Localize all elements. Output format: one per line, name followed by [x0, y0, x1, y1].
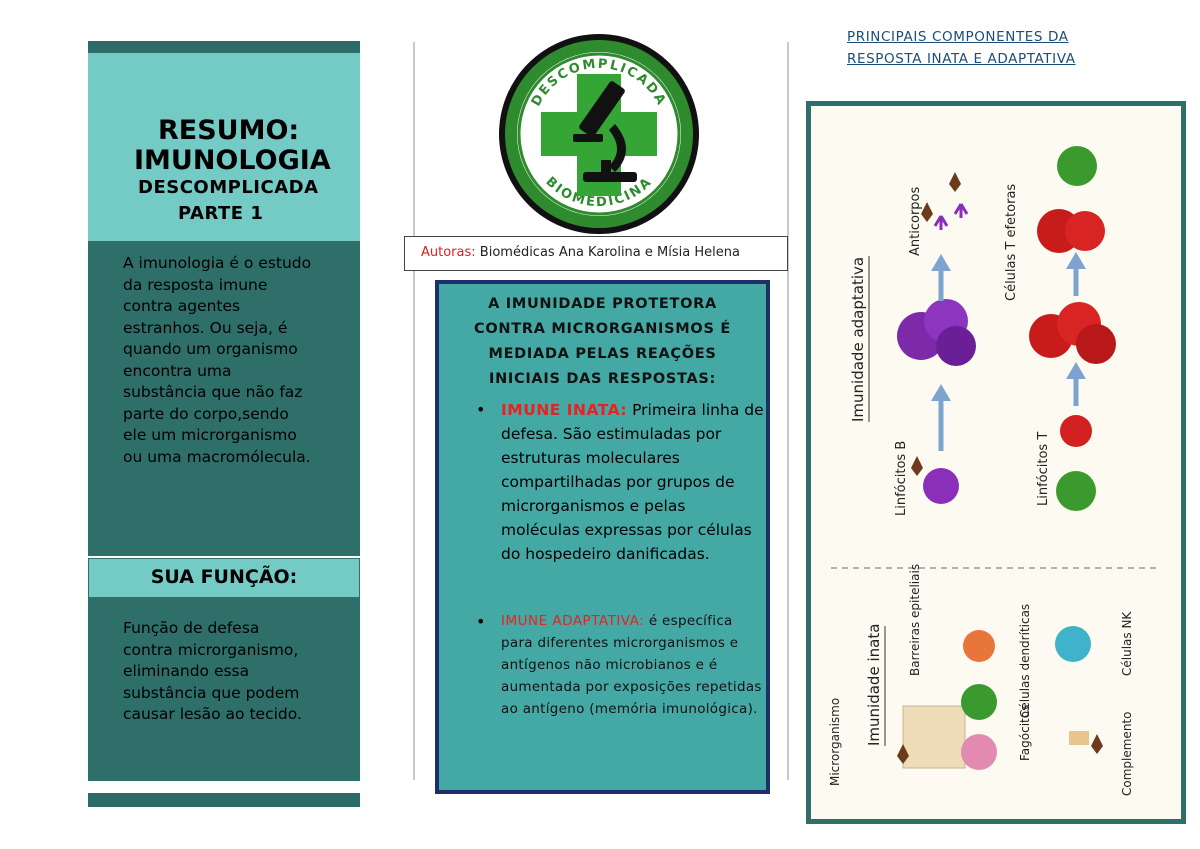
antigen-icon — [949, 172, 961, 192]
adaptive-term: IMUNE ADAPTATIVA: — [501, 613, 645, 629]
fold-line-right — [787, 42, 789, 780]
heading-line: A IMUNIDADE PROTETORA — [488, 296, 717, 312]
right-heading-line: RESPOSTA INATA E ADAPTATIVA — [847, 51, 1076, 67]
authors-names: Biomédicas Ana Karolina e Mísia Helena — [479, 245, 740, 260]
label-complement: Complemento — [1120, 712, 1134, 796]
phagocyte-cell — [961, 734, 997, 770]
right-heading-line: PRINCIPAIS COMPONENTES DA — [847, 29, 1069, 45]
adaptive-description: é específica para diferentes microrganis… — [501, 613, 762, 717]
title-line-3: DESCOMPLICADA — [138, 177, 319, 198]
title-line-4: PARTE 1 — [178, 203, 264, 224]
label-dendritic: Células dendríticas — [1018, 604, 1032, 718]
label-t-lymphocytes: Linfócitos T — [1036, 432, 1051, 506]
title-line-1: RESUMO: — [158, 115, 300, 146]
intro-panel: A imunologia é o estudo da resposta imun… — [88, 241, 360, 556]
innate-term: IMUNE INATA: — [501, 401, 628, 419]
bullet-icon: • — [476, 612, 486, 631]
innate-description: Primeira linha de defesa. São estimulada… — [501, 401, 764, 563]
nk-cell — [1055, 626, 1091, 662]
function-heading: SUA FUNÇÃO: — [150, 566, 298, 588]
innate-item: IMUNE INATA: Primeira linha de defesa. S… — [501, 398, 766, 566]
microorganism-icon — [1091, 734, 1103, 754]
label-antibodies: Anticorpos — [908, 187, 923, 256]
infected-cell — [1057, 146, 1097, 186]
immunity-box: A IMUNIDADE PROTETORA CONTRA MICRORGANIS… — [435, 280, 770, 794]
authors-line: Autoras: Biomédicas Ana Karolina e Mísia… — [421, 245, 740, 260]
microorganism-icon — [897, 744, 909, 764]
function-panel: Função de defesa contra microrganismo, e… — [88, 598, 360, 781]
immune-components-figure: Imunidade adaptativa Linfócitos B Antico… — [806, 101, 1186, 824]
phagocyte-cell — [961, 684, 997, 720]
complement-icon — [1069, 731, 1089, 745]
function-text: Função de defesa contra microrganismo, e… — [123, 619, 302, 723]
fold-line-left — [413, 42, 415, 780]
function-heading-box: SUA FUNÇÃO: — [88, 558, 360, 598]
microscope-icon — [573, 81, 637, 182]
label-b-lymphocytes: Linfócitos B — [894, 441, 909, 516]
label-adaptive: Imunidade adaptativa — [849, 257, 867, 422]
immunity-heading: A IMUNIDADE PROTETORA CONTRA MICRORGANIS… — [449, 292, 756, 392]
label-epithelial: Barreiras epiteliais — [908, 564, 922, 676]
adaptive-item: IMUNE ADAPTATIVA: é específica para dife… — [501, 610, 766, 720]
t-lymphocyte-cell — [1060, 415, 1092, 447]
label-nk: Células NK — [1120, 611, 1134, 676]
antibody-icon — [933, 215, 949, 230]
left-bottom-bar — [88, 793, 360, 807]
authors-box: Autoras: Biomédicas Ana Karolina e Mísia… — [404, 236, 788, 271]
bullet-icon: • — [476, 400, 486, 419]
authors-label: Autoras: — [421, 245, 476, 260]
epithelial-barrier — [902, 705, 966, 769]
left-top-bar — [88, 41, 360, 53]
antibody-icon — [953, 203, 969, 218]
title-box: RESUMO: IMUNOLOGIA DESCOMPLICADA PARTE 1 — [88, 53, 360, 241]
title-line-2: IMUNOLOGIA — [134, 145, 331, 176]
label-effector-t: Células T efetoras — [1004, 184, 1019, 301]
apc-cell — [1056, 471, 1096, 511]
biomedicina-logo: DESCOMPLICADA BIOMEDICINA — [499, 34, 699, 234]
antigen-icon — [921, 202, 933, 222]
figure-illustration: Imunidade adaptativa Linfócitos B Antico… — [828, 146, 1161, 796]
label-innate: Imunidade inata — [865, 624, 883, 746]
label-microorganism: Microrganismo — [828, 698, 842, 786]
heading-line: CONTRA MICRORGANISMOS É — [474, 321, 731, 337]
b-lymphocyte-cell — [923, 468, 959, 504]
label-phagocytes: Fagócitos — [1018, 705, 1032, 761]
dendritic-cell — [963, 630, 995, 662]
antigen-icon — [911, 456, 923, 476]
intro-text: A imunologia é o estudo da resposta imun… — [123, 254, 312, 466]
right-heading: PRINCIPAIS COMPONENTES DA RESPOSTA INATA… — [847, 26, 1167, 70]
heading-line: INICIAIS DAS RESPOSTAS: — [488, 371, 717, 387]
heading-line: MEDIADA PELAS REAÇÕES — [488, 346, 717, 362]
